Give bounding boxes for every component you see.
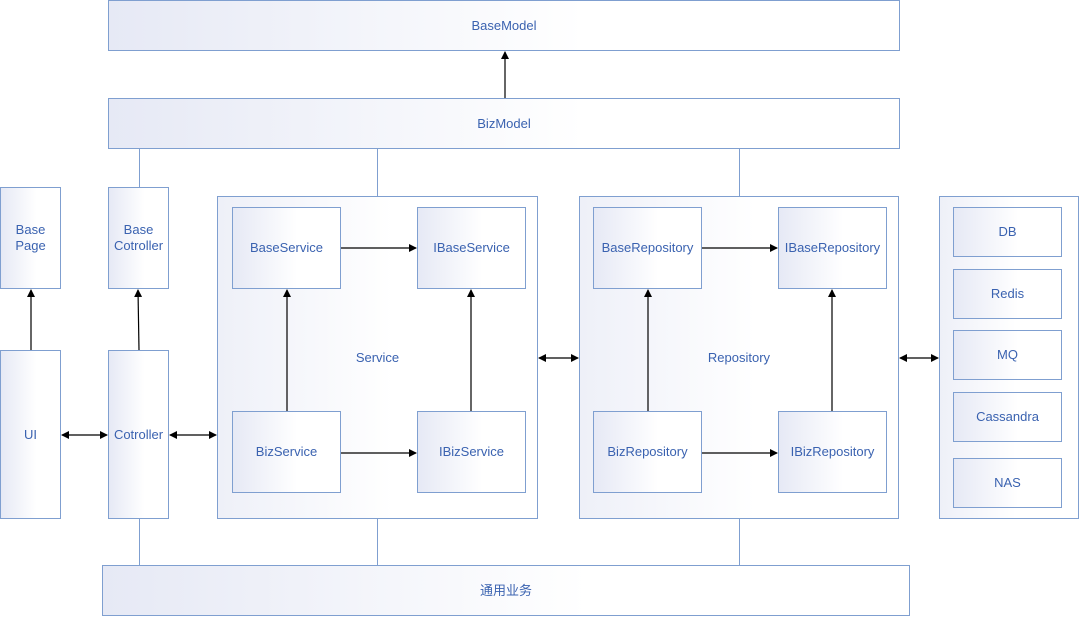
basepage-box: Base Page	[0, 187, 61, 289]
storage-redis-label: Redis	[990, 286, 1025, 301]
storage-mq: MQ	[953, 330, 1062, 380]
ibizrepository-label: IBizRepository	[790, 444, 875, 459]
storage-mq-label: MQ	[997, 347, 1018, 362]
connector-service-bizmodel	[377, 149, 378, 196]
ibaseservice-box: IBaseService	[417, 207, 526, 289]
basepage-label: Base Page	[15, 222, 46, 253]
bizmodel-label: BizModel	[477, 115, 531, 131]
storage-redis: Redis	[953, 269, 1062, 319]
ui-label: UI	[24, 426, 37, 442]
basemodel-box: BaseModel	[108, 0, 900, 51]
storage-cassandra: Cassandra	[953, 392, 1062, 442]
connector-service-common	[377, 519, 378, 565]
basecontroller-box: Base Cotroller	[108, 187, 169, 289]
baserepository-label: BaseRepository	[601, 240, 694, 255]
bizrepository-label: BizRepository	[607, 444, 688, 459]
repository-group-label: Repository	[707, 350, 771, 365]
storage-db: DB	[953, 207, 1062, 257]
connector-repository-bizmodel	[739, 149, 740, 196]
storage-nas: NAS	[953, 458, 1062, 508]
common-label: 通用业务	[479, 582, 532, 598]
ibaserepository-box: IBaseRepository	[778, 207, 887, 289]
basecontroller-label: Base Cotroller	[113, 222, 164, 253]
ibizrepository-box: IBizRepository	[778, 411, 887, 493]
ibaseservice-label: IBaseService	[433, 240, 510, 255]
ibizservice-box: IBizService	[417, 411, 526, 493]
bizmodel-box: BizModel	[108, 98, 900, 149]
storage-db-label: DB	[998, 224, 1017, 239]
arrow-controller-to-basecontroller	[134, 289, 143, 351]
ibizservice-label: IBizService	[438, 444, 505, 459]
connector-repository-common	[739, 519, 740, 565]
storage-nas-label: NAS	[994, 475, 1021, 490]
bizrepository-box: BizRepository	[593, 411, 702, 493]
bizservice-label: BizService	[255, 444, 318, 459]
controller-box: Cotroller	[108, 350, 169, 519]
baseservice-label: BaseService	[250, 240, 323, 255]
common-box: 通用业务	[102, 565, 910, 616]
basemodel-label: BaseModel	[471, 17, 537, 33]
ibaserepository-label: IBaseRepository	[784, 240, 881, 255]
connector-controller-common	[139, 519, 140, 565]
controller-label: Cotroller	[113, 426, 164, 442]
ui-box: UI	[0, 350, 61, 519]
storage-cassandra-label: Cassandra	[976, 409, 1039, 424]
service-group-label: Service	[355, 350, 400, 365]
baseservice-box: BaseService	[232, 207, 341, 289]
baserepository-box: BaseRepository	[593, 207, 702, 289]
connector-basecontroller-bizmodel	[139, 149, 140, 187]
bizservice-box: BizService	[232, 411, 341, 493]
